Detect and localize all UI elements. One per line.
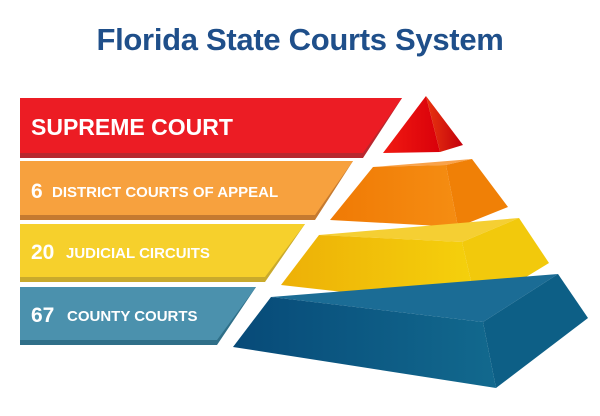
pyramid-tier-county [233, 274, 588, 388]
banner-number: 20 [31, 241, 54, 264]
banner-number: 6 [31, 180, 43, 203]
banner-supreme-court: SUPREME COURT [20, 98, 402, 158]
pyramid-tier-district [330, 159, 508, 227]
banner-label: DISTRICT COURTS OF APPEAL [52, 184, 278, 201]
banner-label: SUPREME COURT [31, 114, 233, 140]
page-title: Florida State Courts System [96, 22, 504, 57]
banner-county-courts: 67 COUNTY COURTS [20, 287, 256, 345]
banner-label: JUDICIAL CIRCUITS [66, 245, 210, 262]
banner-label: COUNTY COURTS [67, 308, 198, 325]
banner-number: 67 [31, 304, 54, 327]
banner-judicial-circuits: 20 JUDICIAL CIRCUITS [20, 224, 305, 282]
banner-district-courts: 6 DISTRICT COURTS OF APPEAL [20, 161, 353, 220]
pyramid-tier-supreme [383, 96, 463, 153]
